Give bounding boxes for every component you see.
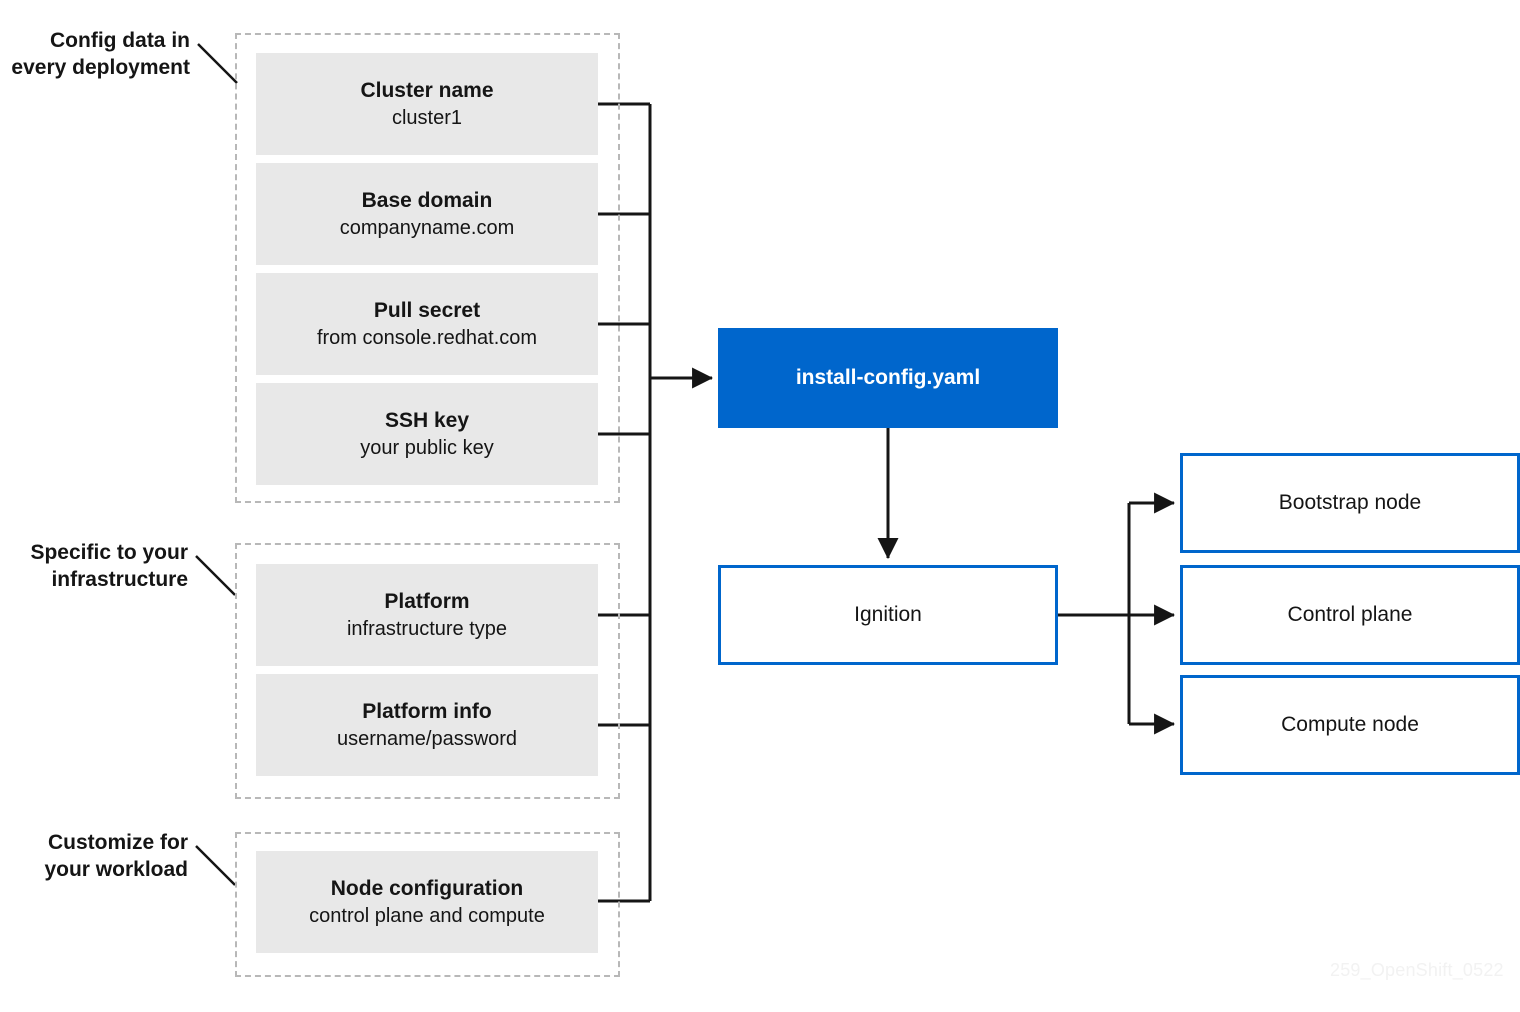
config-card-subtitle: cluster1 — [391, 107, 463, 130]
node-ignition: Ignition — [718, 565, 1058, 665]
config-card-platform: Platform infrastructure type — [256, 564, 598, 666]
config-card-title: Cluster name — [360, 78, 494, 102]
group-box-infrastructure — [235, 543, 620, 799]
config-card-ssh-key: SSH key your public key — [256, 383, 598, 485]
config-card-subtitle: infrastructure type — [346, 618, 508, 641]
node-bootstrap-label: Bootstrap node — [1278, 491, 1422, 514]
config-card-node-configuration: Node configuration control plane and com… — [256, 851, 598, 953]
node-install-config-yaml: install-config.yaml — [718, 328, 1058, 428]
config-card-subtitle: from console.redhat.com — [316, 327, 538, 350]
group-box-config-data — [235, 33, 620, 503]
node-control-plane-label: Control plane — [1287, 603, 1413, 626]
group-label-infrastructure: Specific to your infrastructure — [30, 541, 188, 591]
config-card-title: Base domain — [361, 188, 493, 212]
config-card-subtitle: companyname.com — [339, 217, 515, 240]
node-bootstrap: Bootstrap node — [1180, 453, 1520, 553]
group-box-workload — [235, 832, 620, 977]
config-card-title: SSH key — [384, 408, 470, 432]
node-install-config-label: install-config.yaml — [795, 366, 981, 389]
node-ignition-label: Ignition — [854, 603, 922, 626]
group-label-config-data: Config data in every deployment — [11, 29, 190, 79]
watermark: 259_OpenShift_0522 — [1330, 960, 1504, 980]
config-card-subtitle: your public key — [360, 437, 494, 460]
config-card-platform-info: Platform info username/password — [256, 674, 598, 776]
group-label-workload: Customize for your workload — [44, 831, 188, 881]
node-control-plane: Control plane — [1180, 565, 1520, 665]
config-card-title: Pull secret — [373, 298, 481, 322]
config-card-title: Platform info — [362, 699, 492, 723]
config-card-title: Node configuration — [330, 876, 524, 900]
config-card-subtitle: username/password — [336, 728, 518, 751]
config-card-pull-secret: Pull secret from console.redhat.com — [256, 273, 598, 375]
config-card-title: Platform — [384, 589, 470, 613]
config-card-subtitle: control plane and compute — [309, 905, 545, 928]
node-compute: Compute node — [1180, 675, 1520, 775]
config-card-cluster-name: Cluster name cluster1 — [256, 53, 598, 155]
config-card-base-domain: Base domain companyname.com — [256, 163, 598, 265]
node-compute-label: Compute node — [1281, 713, 1419, 736]
